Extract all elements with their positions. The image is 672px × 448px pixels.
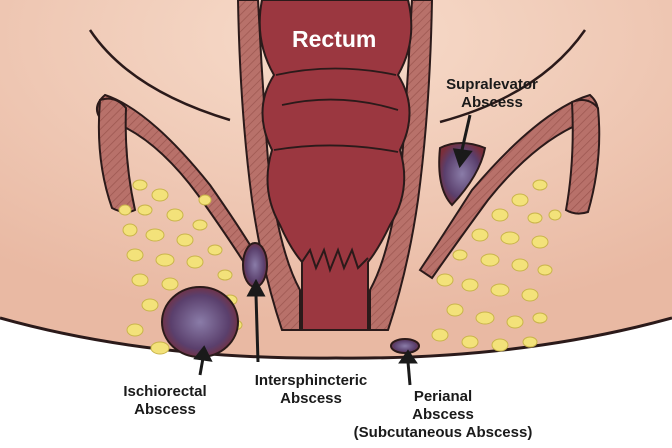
rectum-title: Rectum [292, 26, 377, 52]
pelvic-wall-right [439, 29, 587, 124]
perianal-label-line1: Perianal [413, 388, 473, 405]
supralevator-label: Supralevator Abscess [432, 76, 552, 112]
intersphincteric-abscess [242, 242, 268, 288]
intersphincteric-label-line2: Abscess [280, 390, 342, 407]
rectal-fold-2 [281, 98, 399, 111]
obturator-muscle-right [564, 99, 601, 215]
perianal-abscess [390, 338, 420, 354]
pelvic-wall-left [88, 29, 231, 122]
anal-columns [301, 247, 369, 274]
perianal-label: Perianal Abscess (Subcutaneous Abscess) [338, 388, 548, 442]
ischiorectal-fat-right [431, 179, 562, 352]
intersphincteric-label: Intersphincteric Abscess [236, 372, 386, 408]
intersphincteric-label-line1: Intersphincteric [254, 372, 368, 389]
perianal-label-line3: (Subcutaneous Abscess) [353, 424, 533, 441]
supralevator-label-line1: Supralevator [446, 76, 538, 93]
rectal-fold-3 [273, 144, 399, 153]
ischiorectal-label-line2: Abscess [134, 401, 196, 418]
label-arrows [193, 114, 473, 386]
rectal-fold-1 [275, 67, 397, 76]
perianal-label-line2: Abscess [412, 406, 474, 423]
supralevator-label-line2: Abscess [461, 94, 523, 111]
obturator-muscle-left [97, 97, 137, 214]
ischiorectal-label: Ischiorectal Abscess [105, 383, 225, 419]
skin-surface-line [0, 316, 672, 360]
rectum-lumen [258, 0, 413, 331]
ischiorectal-abscess [161, 286, 239, 358]
ischiorectal-label-line1: Ischiorectal [123, 383, 207, 400]
